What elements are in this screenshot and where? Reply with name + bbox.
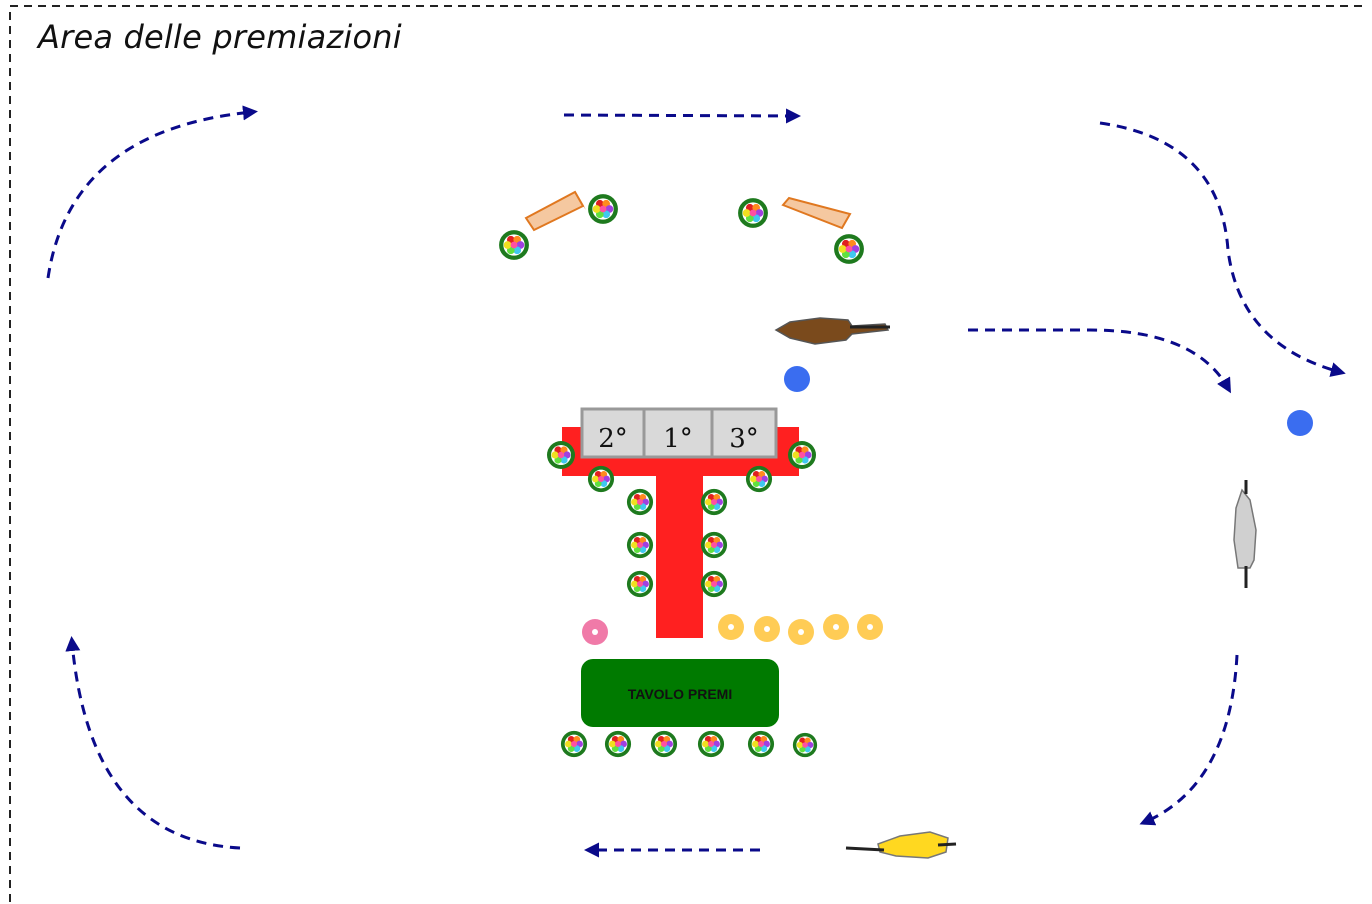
arrow-top-right-curve [1099,121,1346,377]
horse-icon [774,317,890,345]
flower-pot-icon [792,732,818,758]
flower-pot-icon [588,194,618,224]
person-icon [718,614,744,640]
flower-pot-icon [560,730,588,758]
podium-label-first: 1° [663,424,693,454]
arrow-top-left-curve [46,105,258,279]
person-icon [857,614,883,640]
flower-pot-icon [604,730,632,758]
arrow-right-down-curve [1139,654,1239,826]
flower-pot-icon [626,488,654,516]
flower-pot-icon [650,730,678,758]
arrow-top-center [563,108,801,124]
flower-pot-icon [788,441,816,469]
area-title: Area delle premiazioni [38,18,402,56]
podium-label-second: 2° [598,424,628,454]
person-icon [582,619,608,645]
person-icon [784,366,810,392]
flower-pot-icon [700,531,728,559]
bench-icon [781,196,852,230]
horse-icon [1233,480,1257,588]
person-icon [788,619,814,645]
podium-step-third [710,407,778,459]
flower-pot-icon [547,441,575,469]
person-icon [754,616,780,642]
podium-base [562,427,799,638]
flower-pot-icon [626,570,654,598]
person-icon [1287,410,1313,436]
flower-pot-icon [747,730,775,758]
flower-pot-icon [834,234,864,264]
flower-pot-icon [738,198,768,228]
prize-table-label: TAVOLO PREMI [628,686,732,702]
arrow-mid-right [968,328,1231,394]
flower-pot-icon [499,230,529,260]
prize-table: TAVOLO PREMI [581,659,779,727]
podium: 2° 1° 3° [580,407,778,459]
flow-arrows [46,105,1346,858]
flower-pot-icon [587,465,615,493]
podium-label-third: 3° [729,424,759,454]
podium-step-first [642,407,714,459]
bench-icon [524,190,586,232]
flower-pot-icon [697,730,725,758]
flower-pot-icon [745,465,773,493]
helpers [718,614,883,645]
flower-pot-icon [626,531,654,559]
flower-pot-icon [700,488,728,516]
arrow-bottom-left-curve [65,636,241,850]
horse-icon [845,831,957,859]
person-icon [823,614,849,640]
flower-pot-icon [700,570,728,598]
area-border [9,5,1368,902]
